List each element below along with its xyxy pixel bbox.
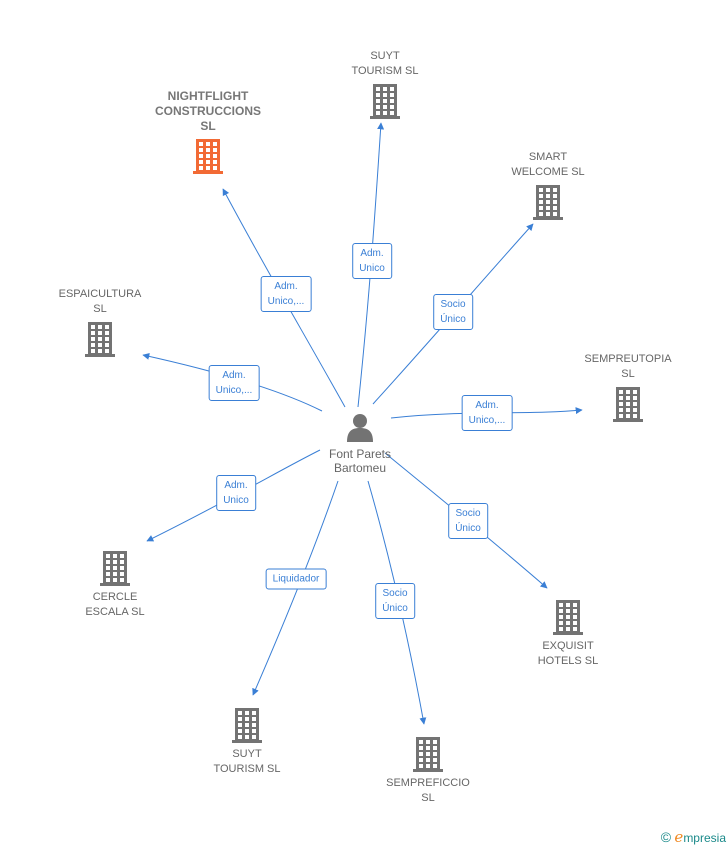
company-label: SEMPREUTOPIA SL [584, 353, 672, 380]
company-node-suyt-top[interactable]: SUYT TOURISM SL [310, 49, 460, 123]
company-label: NIGHTFLIGHT CONSTRUCCIONS SL [154, 89, 261, 133]
building-icon [193, 139, 223, 174]
company-node-nightflight[interactable]: NIGHTFLIGHT CONSTRUCCIONS SL [133, 89, 283, 178]
company-label: CERCLE ESCALA SL [85, 591, 145, 618]
building-icon [100, 551, 130, 586]
brand-initial: e [674, 828, 684, 846]
company-node-sempreutopia[interactable]: SEMPREUTOPIA SL [553, 352, 703, 426]
building-icon [370, 84, 400, 119]
center-person-name: Font Parets Bartomeu [328, 447, 392, 475]
company-node-cercle[interactable]: CERCLE ESCALA SL [40, 546, 190, 620]
copyright-symbol: © [660, 829, 672, 845]
brand-watermark: © empresia [661, 828, 726, 846]
company-node-exquisit[interactable]: EXQUISIT HOTELS SL [493, 595, 643, 669]
building-icon [413, 737, 443, 772]
edge-label-nightflight[interactable]: Adm. Unico,... [260, 276, 312, 312]
company-label: SUYT TOURISM SL [351, 50, 419, 77]
company-label: ESPAICULTURA SL [58, 288, 142, 315]
building-icon [533, 185, 563, 220]
edge-label-smart[interactable]: Socio Único [433, 294, 473, 330]
building-icon [553, 600, 583, 635]
company-node-smart[interactable]: SMART WELCOME SL [473, 150, 623, 224]
brand-name: mpresia [683, 831, 726, 845]
edge-label-sempreutopia[interactable]: Adm. Unico,... [461, 395, 513, 431]
company-label: SUYT TOURISM SL [213, 748, 281, 775]
person-icon [347, 414, 373, 442]
company-label: EXQUISIT HOTELS SL [537, 640, 599, 667]
edge-label-suyt-bottom[interactable]: Liquidador [265, 568, 327, 590]
company-node-espaicultura[interactable]: ESPAICULTURA SL [25, 287, 175, 361]
company-label: SMART WELCOME SL [511, 151, 585, 178]
edge-label-exquisit[interactable]: Socio Único [448, 503, 488, 539]
center-person[interactable]: Font Parets Bartomeu [285, 412, 435, 475]
building-icon [85, 322, 115, 357]
edge-label-semprefficcio[interactable]: Socio Único [375, 583, 415, 619]
edge-label-cercle[interactable]: Adm. Unico [216, 475, 256, 511]
building-icon [232, 708, 262, 743]
company-label: SEMPREFICCIO SL [386, 777, 470, 804]
building-icon [613, 387, 643, 422]
company-node-suyt-bottom[interactable]: SUYT TOURISM SL [172, 703, 322, 777]
edge-label-espaicultura[interactable]: Adm. Unico,... [208, 365, 260, 401]
edge-suyt-top [357, 122, 385, 408]
edge-label-suyt-top[interactable]: Adm. Unico [352, 243, 392, 279]
company-node-semprefficcio[interactable]: SEMPREFICCIO SL [353, 732, 503, 806]
